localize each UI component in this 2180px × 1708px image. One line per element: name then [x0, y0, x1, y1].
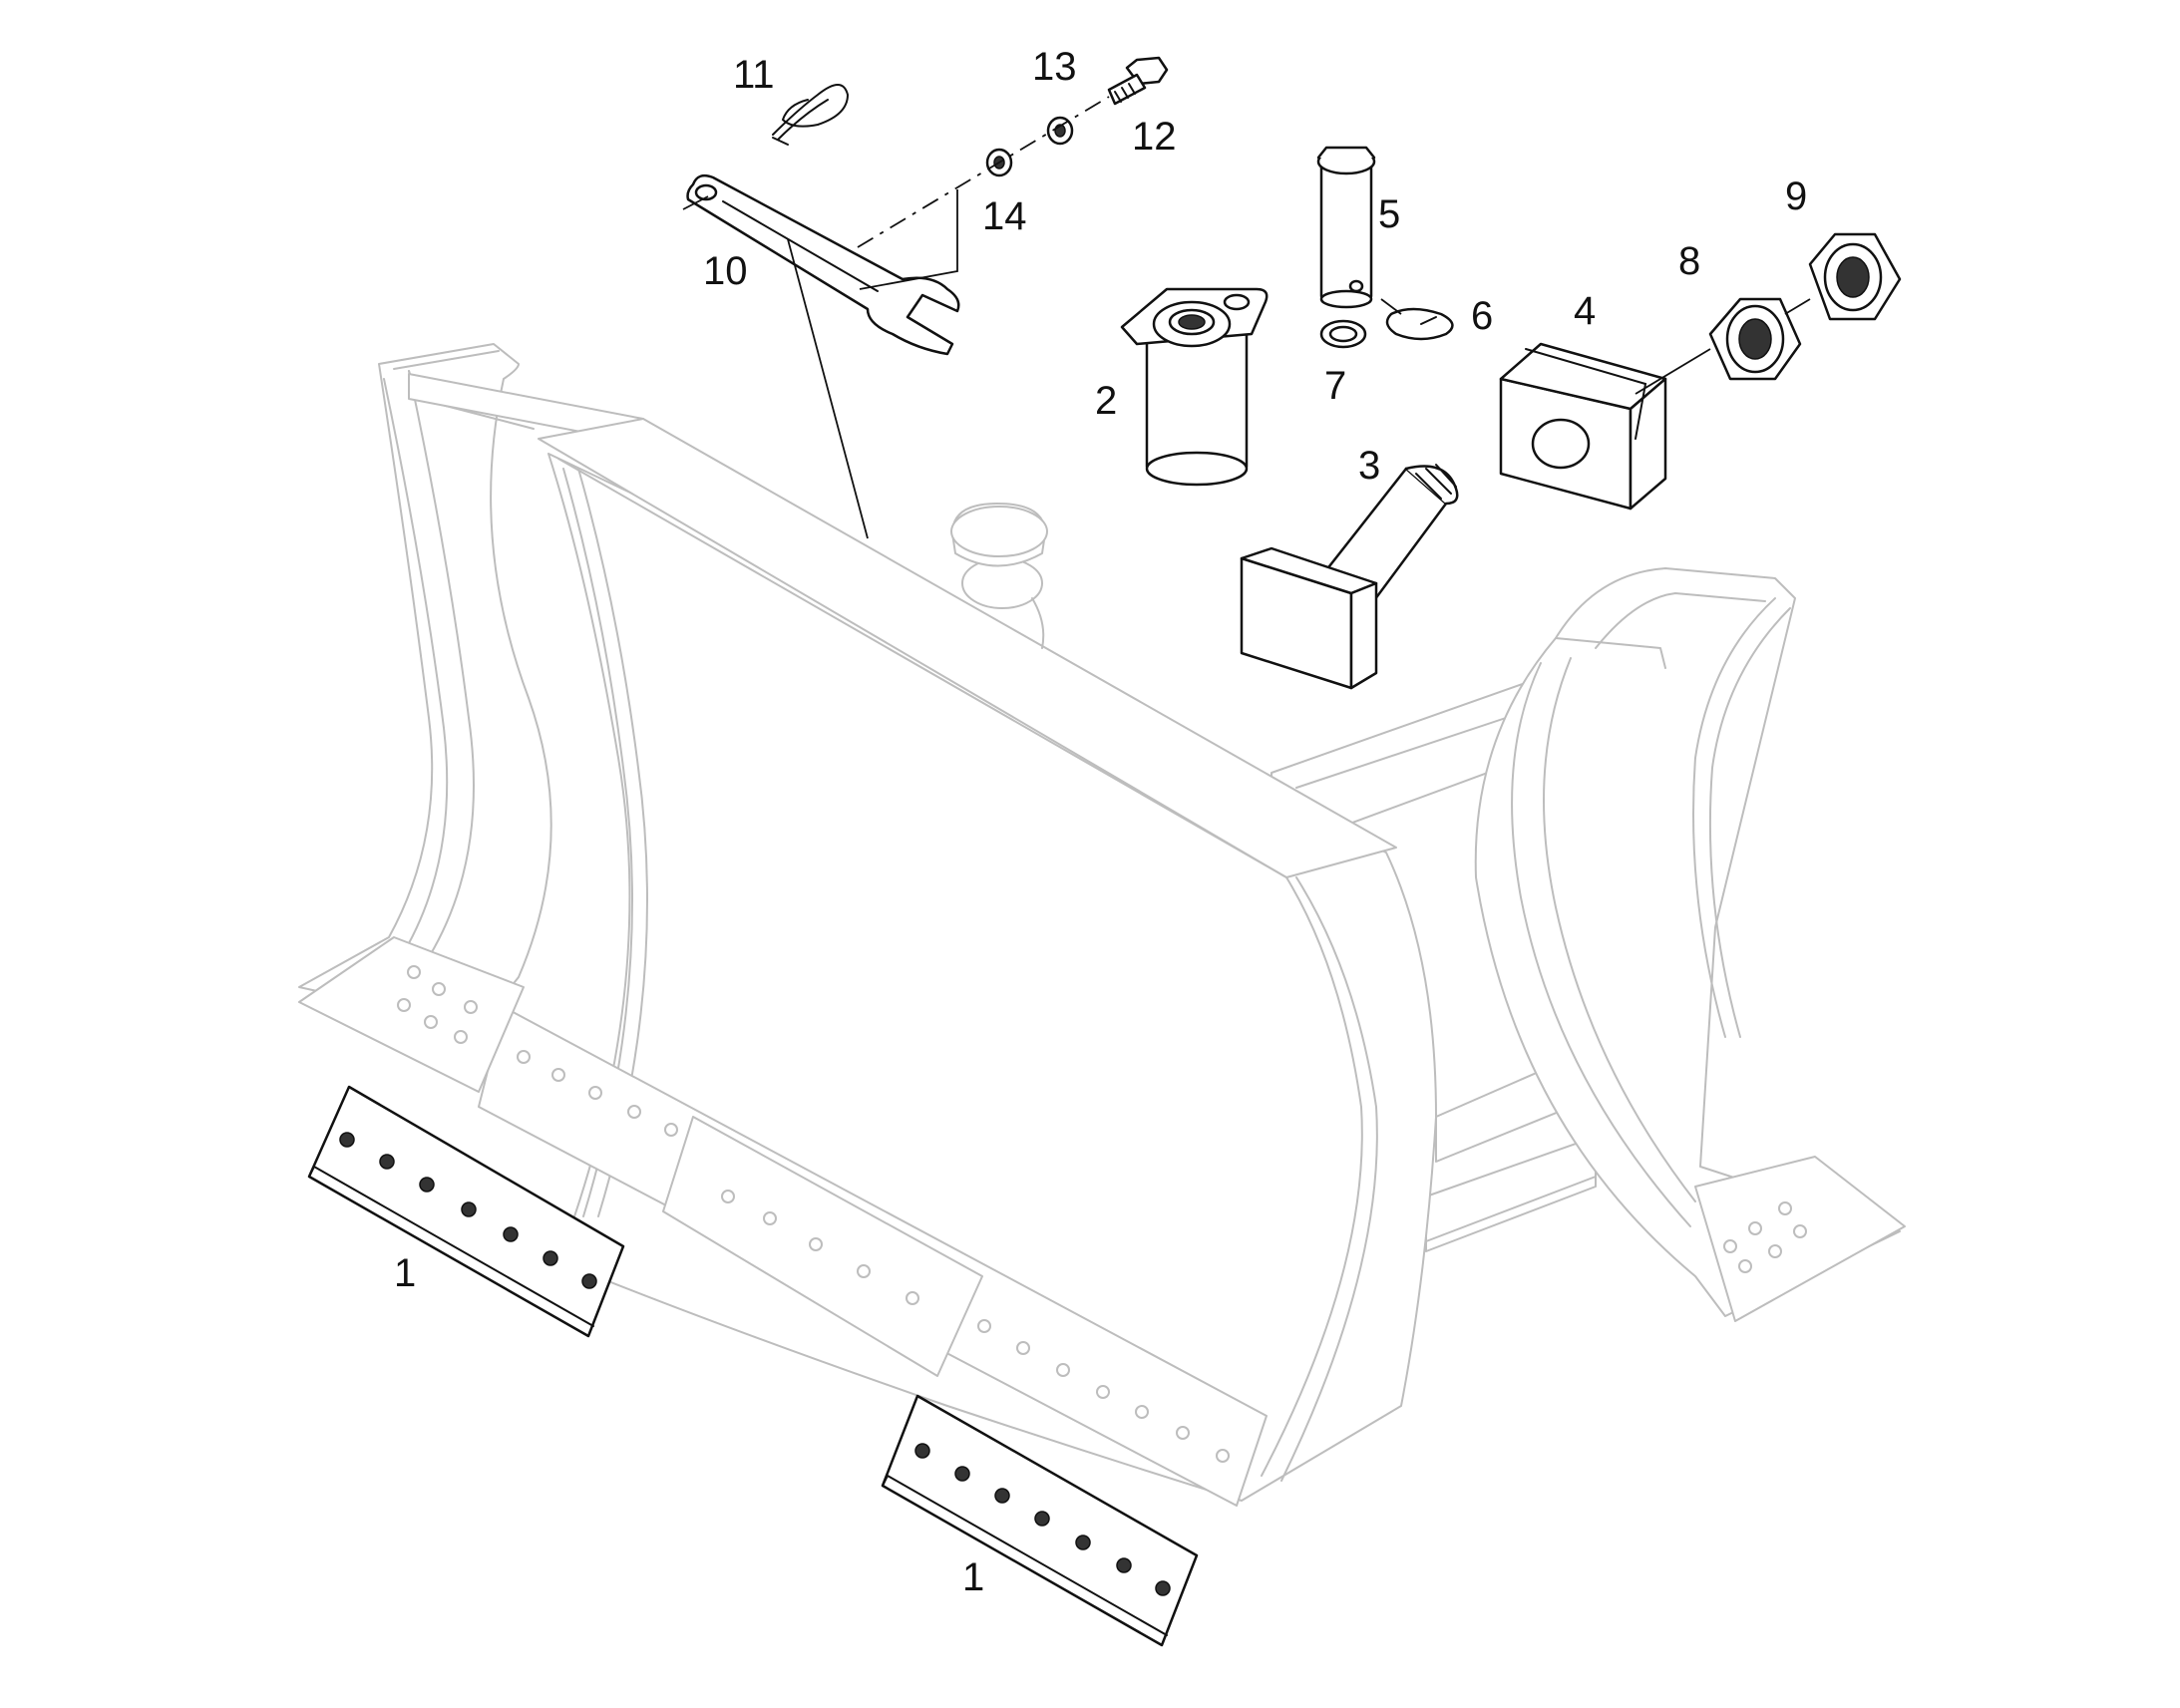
hex-nut-8: [1635, 297, 1802, 395]
callout-2: 2: [1095, 379, 1117, 423]
callout-5: 5: [1378, 192, 1400, 236]
callout-10: 10: [703, 249, 748, 293]
callout-7: 7: [1324, 364, 1346, 408]
spring-clip: [772, 84, 850, 146]
callout-1-left: 1: [394, 1251, 416, 1295]
lock-washer-13: [1046, 116, 1074, 146]
cutting-edge-right: [881, 1394, 1199, 1647]
blade-assembly: [298, 343, 1906, 1507]
callout-6: 6: [1471, 294, 1493, 338]
left-wing-plate: [298, 343, 644, 1028]
washer-7: [1319, 319, 1367, 349]
push-frame: [1271, 567, 1901, 1317]
ball-mount: [950, 503, 1048, 649]
hex-nut-9: [1784, 232, 1902, 321]
fastener-axis: [857, 96, 1110, 248]
callout-12: 12: [1132, 115, 1177, 159]
t-bolt: [1240, 464, 1459, 690]
callout-labels: 1 1 2 3 4 5 6 7 8 9 10 11 12 13 14: [394, 45, 1807, 1599]
bolt-12: [1107, 56, 1169, 106]
wrench: [682, 173, 960, 539]
callout-13: 13: [1032, 45, 1077, 89]
callout-8: 8: [1678, 239, 1700, 283]
callout-14: 14: [982, 194, 1027, 238]
cutting-edge-left: [307, 1085, 625, 1338]
callout-1-right: 1: [962, 1555, 984, 1599]
pivot-bushing: [1120, 287, 1269, 487]
callout-4: 4: [1574, 289, 1596, 333]
clevis-pin: [1316, 146, 1376, 309]
linch-pin: [1380, 298, 1454, 341]
cutting-edge-holes: [397, 965, 1807, 1463]
callout-3: 3: [1358, 444, 1380, 488]
callout-11: 11: [733, 53, 775, 97]
cutting-edge-base: [298, 936, 1906, 1507]
callout-9: 9: [1785, 174, 1807, 218]
slide-block: [1499, 342, 1667, 511]
